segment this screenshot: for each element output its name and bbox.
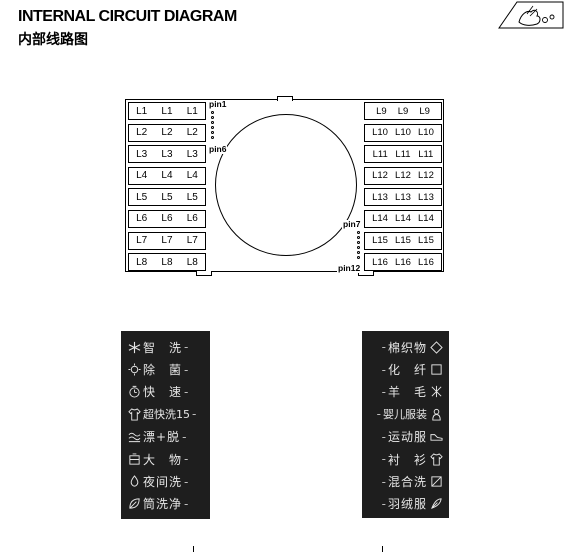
connector-tab-top [277, 96, 293, 101]
sun-icon [125, 363, 143, 377]
program-item[interactable]: -衬 衫 [366, 448, 445, 470]
program-item[interactable]: 超快洗15- [125, 403, 206, 425]
feather-icon [427, 497, 445, 511]
program-item[interactable]: -婴儿服装 [366, 403, 445, 425]
water-icon [125, 430, 143, 444]
pin-label-pin7: pin7 [342, 219, 362, 229]
leaf-icon [125, 497, 143, 511]
crop-mark-left [193, 546, 194, 552]
program-item[interactable]: 除 菌- [125, 358, 206, 380]
diamond-icon [427, 340, 445, 354]
clock-icon [125, 385, 143, 399]
pin-label-pin12: pin12 [337, 263, 362, 273]
bucket-icon [125, 452, 143, 466]
program-item[interactable]: -羊 毛 [366, 381, 445, 403]
shoe-icon [427, 430, 445, 444]
connector-tab-bottom-right [358, 271, 374, 276]
pin-label-pin1: pin1 [208, 99, 228, 109]
mix-icon [427, 475, 445, 489]
title-chinese: 内部线路图 [18, 32, 88, 48]
program-item[interactable]: 智 洗- [125, 336, 206, 358]
program-item[interactable]: 大 物- [125, 448, 206, 470]
shirt-icon [427, 452, 445, 466]
wool-icon [427, 385, 445, 399]
square-icon [427, 363, 445, 377]
shirt-icon [125, 407, 143, 421]
hand-logo-icon [498, 1, 564, 29]
program-item[interactable]: 夜间洗- [125, 470, 206, 492]
drop-icon [125, 475, 143, 489]
program-item[interactable]: 筒洗净- [125, 493, 206, 515]
connector-tab-bottom-left [196, 271, 212, 276]
program-item[interactable]: -棉织物 [366, 336, 445, 358]
button-panel-right: -棉织物 -化 纤 -羊 毛 -婴儿服装 -运动服 -衬 衫 -混合洗 -羽绒服 [362, 331, 449, 518]
program-item[interactable]: 快 速- [125, 381, 206, 403]
pin-label-pin6: pin6 [208, 144, 228, 154]
pin-dots-bottom-right [357, 231, 361, 261]
pin-dots-top-left [211, 111, 215, 141]
button-panel-left: 智 洗- 除 菌- 快 速- 超快洗15- 漂+脱- 大 物- 夜间洗- 筒洗净… [121, 331, 210, 519]
program-item[interactable]: -混合洗 [366, 470, 445, 492]
title-english: INTERNAL CIRCUIT DIAGRAM [18, 8, 237, 25]
display-circle [215, 114, 357, 256]
crop-mark-right [382, 546, 383, 552]
program-item[interactable]: -运动服 [366, 426, 445, 448]
program-item[interactable]: 漂+脱- [125, 426, 206, 448]
snowflake-icon [125, 340, 143, 354]
program-item[interactable]: -化 纤 [366, 358, 445, 380]
baby-icon [427, 407, 445, 421]
program-item[interactable]: -羽绒服 [366, 493, 445, 515]
